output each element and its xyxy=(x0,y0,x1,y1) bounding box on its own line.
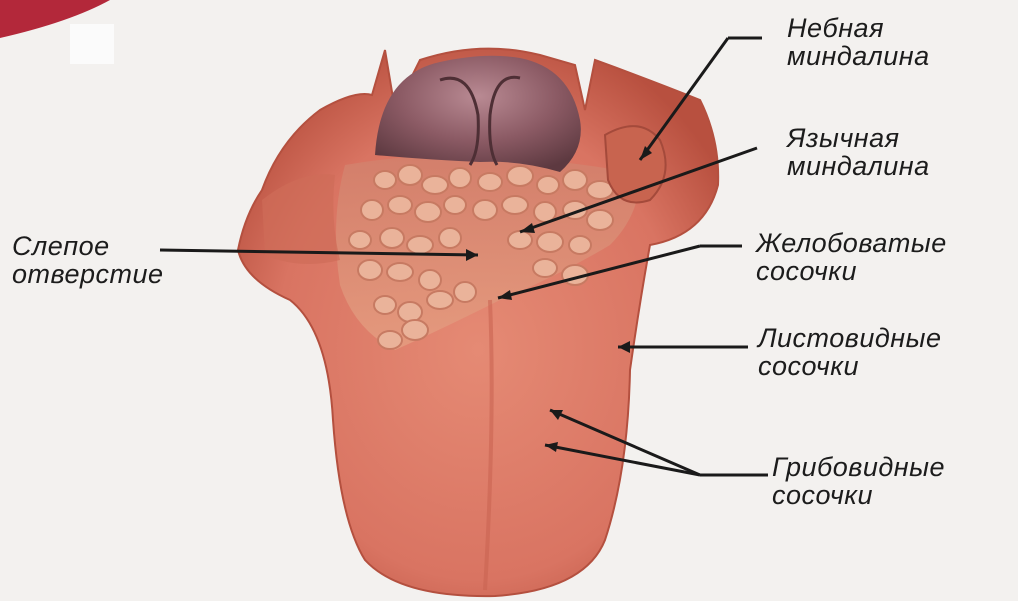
papilla-bump xyxy=(439,228,461,248)
papilla-bump xyxy=(454,282,476,302)
papilla-bump xyxy=(415,202,441,222)
papilla-bump xyxy=(422,176,448,194)
papilla-bump xyxy=(388,196,412,214)
label-lingual-tonsil-line1: Язычная xyxy=(787,124,930,152)
label-fungiform-papillae-line2: сосочки xyxy=(772,481,945,509)
label-vallate-papillae-line1: Желобоватые xyxy=(756,229,947,257)
papilla-bump xyxy=(402,320,428,340)
label-foramen-cecum-line2: отверстие xyxy=(12,260,164,288)
papilla-bump xyxy=(563,170,587,190)
label-foliate-papillae-line2: сосочки xyxy=(758,352,942,380)
label-foramen-cecum: Слепое отверстие xyxy=(12,232,164,288)
label-palatine-tonsil-line2: миндалина xyxy=(787,42,930,70)
papilla-bump xyxy=(407,236,433,254)
papilla-bump xyxy=(473,200,497,220)
papilla-bump xyxy=(444,196,466,214)
papilla-bump xyxy=(361,200,383,220)
papilla-bump xyxy=(358,260,382,280)
papilla-bump xyxy=(449,168,471,188)
papilla-bump xyxy=(374,296,396,314)
label-vallate-papillae-line2: сосочки xyxy=(756,257,947,285)
papilla-bump xyxy=(537,176,559,194)
label-foliate-papillae: Листовидные сосочки xyxy=(758,324,942,380)
label-lingual-tonsil: Язычная миндалина xyxy=(787,124,930,180)
papilla-bump xyxy=(569,236,591,254)
papilla-bump xyxy=(533,259,557,277)
papilla-bump xyxy=(419,270,441,290)
papilla-bump xyxy=(587,210,613,230)
label-vallate-papillae: Желобоватые сосочки xyxy=(756,229,947,285)
label-fungiform-papillae-line1: Грибовидные xyxy=(772,453,945,481)
papilla-bump xyxy=(508,231,532,249)
papilla-bump xyxy=(502,196,528,214)
papilla-bump xyxy=(398,165,422,185)
label-foramen-cecum-line1: Слепое xyxy=(12,232,164,260)
papilla-bump xyxy=(349,231,371,249)
papilla-bump xyxy=(374,171,396,189)
papilla-bump xyxy=(507,166,533,186)
papilla-bump xyxy=(380,228,404,248)
papilla-bump xyxy=(378,331,402,349)
label-lingual-tonsil-line2: миндалина xyxy=(787,152,930,180)
papilla-bump xyxy=(427,291,453,309)
papilla-bump xyxy=(478,173,502,191)
label-foliate-papillae-line1: Листовидные xyxy=(758,324,942,352)
label-palatine-tonsil: Небная миндалина xyxy=(787,14,930,70)
label-fungiform-papillae: Грибовидные сосочки xyxy=(772,453,945,509)
papilla-bump xyxy=(398,302,422,322)
label-palatine-tonsil-line1: Небная xyxy=(787,14,930,42)
papilla-bump xyxy=(537,232,563,252)
white-bar xyxy=(70,24,114,64)
papilla-bump xyxy=(387,263,413,281)
